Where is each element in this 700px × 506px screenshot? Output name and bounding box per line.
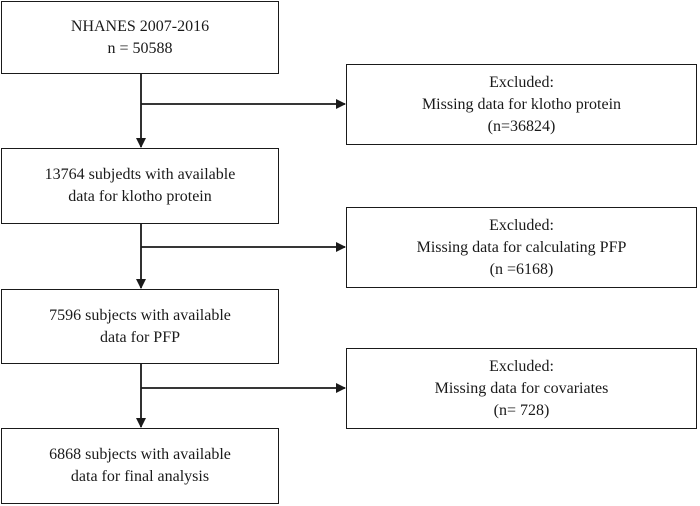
exclusion-box-klotho: Excluded: Missing data for klotho protei…	[346, 64, 697, 145]
step-line: data for klotho protein	[68, 188, 212, 205]
step-box-nhanes: NHANES 2007-2016 n = 50588	[1, 1, 279, 74]
step-line: n = 50588	[107, 39, 173, 57]
step-line: data for PFP	[100, 328, 180, 346]
exclusion-count: (n=36824)	[487, 117, 556, 135]
step-line: 7596 subjects with available	[49, 306, 231, 324]
step-box-pfp: 7596 subjects with available data for PF…	[1, 289, 279, 364]
exclusion-heading: Excluded:	[489, 73, 554, 91]
exclusion-box-pfp: Excluded: Missing data for calculating P…	[346, 207, 697, 288]
exclusion-count: (n= 728)	[493, 401, 550, 419]
step-box-final: 6868 subjects with available data for fi…	[1, 428, 279, 504]
step-line: 6868 subjects with available	[49, 446, 231, 463]
exclusion-heading: Excluded:	[489, 357, 554, 375]
step-line: data for final analysis	[70, 468, 210, 485]
step-line: 13764 subjedts with available	[44, 166, 236, 183]
step-box-klotho: 13764 subjedts with available data for k…	[1, 148, 279, 224]
exclusion-box-covariates: Excluded: Missing data for covariates (n…	[346, 348, 697, 429]
exclusion-reason: Missing data for calculating PFP	[416, 238, 627, 256]
exclusion-reason: Missing data for klotho protein	[421, 95, 622, 113]
step-line: NHANES 2007-2016	[70, 17, 210, 35]
exclusion-heading: Excluded:	[489, 216, 554, 234]
exclusion-count: (n =6168)	[489, 260, 554, 278]
exclusion-reason: Missing data for covariates	[434, 379, 609, 397]
